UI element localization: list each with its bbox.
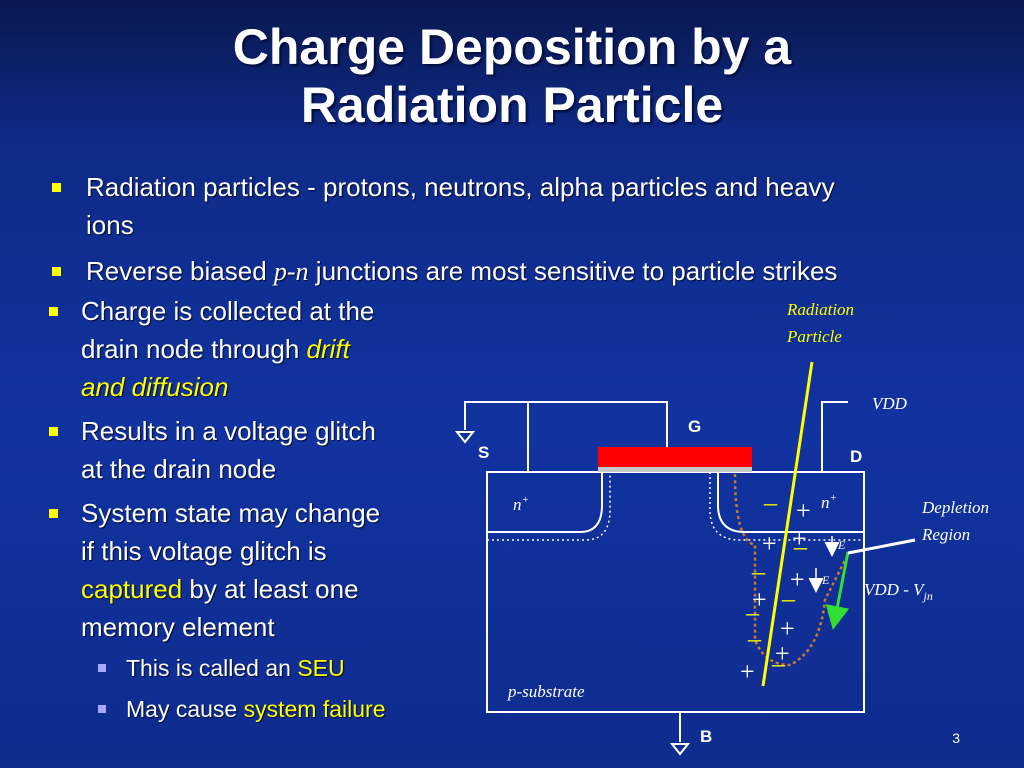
minus-charge: – xyxy=(747,624,762,653)
bullet-4-line-1: Results in a voltage glitch xyxy=(81,416,376,446)
e-field-label-2: E xyxy=(821,573,830,587)
sub-1-seu: SEU xyxy=(297,655,345,681)
depletion-pointer-line xyxy=(847,538,916,555)
bullet-voltage-glitch: Results in a voltage glitch at the drain… xyxy=(49,412,461,488)
sub-bullet-seu: This is called an SEU xyxy=(98,651,466,685)
plus-charge: + xyxy=(790,565,805,594)
source-wire xyxy=(464,401,668,472)
bullet-4-line-2: at the drain node xyxy=(81,454,277,484)
bullet-5-line-3: by at least one xyxy=(182,574,359,604)
bullet-2-pn: p-n xyxy=(273,257,309,286)
vdd-label: VDD xyxy=(872,394,908,413)
plus-charge: + xyxy=(752,585,767,614)
vdd-minus-vjn-text: VDD - V xyxy=(864,580,926,599)
plus-charge: + xyxy=(762,529,777,558)
source-n-plus-well xyxy=(487,472,603,533)
gate-electrode xyxy=(598,447,752,467)
bullet-charge-collected: Charge is collected at the drain node th… xyxy=(49,292,461,406)
sub-2-system-failure: system failure xyxy=(243,696,386,722)
bullet-square-icon xyxy=(49,509,58,518)
vdd-minus-vjn-label: VDD - Vjn xyxy=(864,580,933,603)
negative-charges: – – – – – – – xyxy=(745,488,808,678)
drain-junction-edge xyxy=(709,472,864,541)
bullet-1-line-2: ions xyxy=(86,210,134,240)
plus-charge: + xyxy=(740,657,755,686)
bullet-3-line-1: Charge is collected at the xyxy=(81,296,375,326)
n-plus-source-sup: + xyxy=(522,494,529,506)
drain-n-plus-well xyxy=(717,472,864,533)
minus-charge: – xyxy=(781,584,796,613)
sub-bullet-square-icon xyxy=(98,664,106,672)
n-plus-source-text: n xyxy=(513,495,522,514)
bullet-square-icon xyxy=(49,427,58,436)
radiation-particle-label-1: Radiation xyxy=(786,300,854,319)
bullet-5-captured: captured xyxy=(81,574,183,604)
n-plus-drain-text: n xyxy=(821,493,830,512)
voltage-drop-arrow xyxy=(825,551,850,630)
bullet-system-state: System state may change if this voltage … xyxy=(49,494,461,646)
n-plus-drain-label: n+ xyxy=(821,492,837,512)
bullet-square-icon xyxy=(52,183,61,192)
bullet-square-icon xyxy=(52,267,61,276)
bullet-5-line-1: System state may change xyxy=(81,498,381,528)
positive-charges: + + + + + + + + xyxy=(740,496,811,686)
plus-charge: + xyxy=(780,614,795,643)
minus-charge: – xyxy=(793,532,808,561)
sub-2-pre: May cause xyxy=(126,696,244,722)
minus-charge: – xyxy=(771,649,786,678)
gate-oxide xyxy=(598,466,752,472)
minus-charge: – xyxy=(745,598,760,627)
sub-bullet-system-failure: May cause system failure xyxy=(98,692,466,726)
page-number: 3 xyxy=(952,730,960,746)
sub-bullet-square-icon xyxy=(98,705,106,713)
radiation-particle-track xyxy=(761,361,814,687)
bulk-label: B xyxy=(700,727,712,746)
bullet-radiation-particles: Radiation particles - protons, neutrons,… xyxy=(52,168,1006,244)
radiation-particle-label-2: Particle xyxy=(786,327,842,346)
minus-charge: – xyxy=(751,557,766,586)
bulk-ground-icon xyxy=(669,743,691,756)
bullet-3-drift: drift xyxy=(306,334,350,364)
e-field-label-1: E xyxy=(837,538,846,552)
bullet-3-and-diffusion: and diffusion xyxy=(81,372,229,402)
n-plus-source-label: n+ xyxy=(513,494,529,514)
p-substrate-label: p-substrate xyxy=(507,682,585,701)
plus-charge: + xyxy=(792,524,807,553)
bullet-2-post: junctions are most sensitive to particle… xyxy=(308,256,838,286)
drain-label: D xyxy=(850,447,862,466)
slide-title: Charge Deposition by a Radiation Particl… xyxy=(0,18,1024,134)
bullet-reverse-biased: Reverse biased p-n junctions are most se… xyxy=(52,252,1006,291)
bullet-square-icon xyxy=(49,307,58,316)
bullet-3-line-2: drain node through xyxy=(81,334,307,364)
sub-1-pre: This is called an xyxy=(126,655,298,681)
title-line-2: Radiation Particle xyxy=(300,77,724,133)
title-line-1: Charge Deposition by a xyxy=(232,19,792,75)
drain-wire xyxy=(821,401,848,472)
depletion-region-label-2: Region xyxy=(921,525,970,544)
bullet-2-pre: Reverse biased xyxy=(86,256,274,286)
bullet-5-line-4: memory element xyxy=(81,612,275,642)
gate-label: G xyxy=(688,417,701,436)
source-ground-icon xyxy=(454,431,476,444)
bullet-5-line-2: if this voltage glitch is xyxy=(81,536,327,566)
plus-charge: + xyxy=(775,639,790,668)
bullet-1-line-1: Radiation particles - protons, neutrons,… xyxy=(86,172,835,202)
plus-charge: + xyxy=(796,496,811,525)
vdd-minus-vjn-sub: jn xyxy=(921,589,932,603)
n-plus-drain-sup: + xyxy=(830,492,837,504)
source-label: S xyxy=(478,443,489,462)
depletion-region-label-1: Depletion xyxy=(921,498,989,517)
minus-charge: – xyxy=(763,488,778,517)
